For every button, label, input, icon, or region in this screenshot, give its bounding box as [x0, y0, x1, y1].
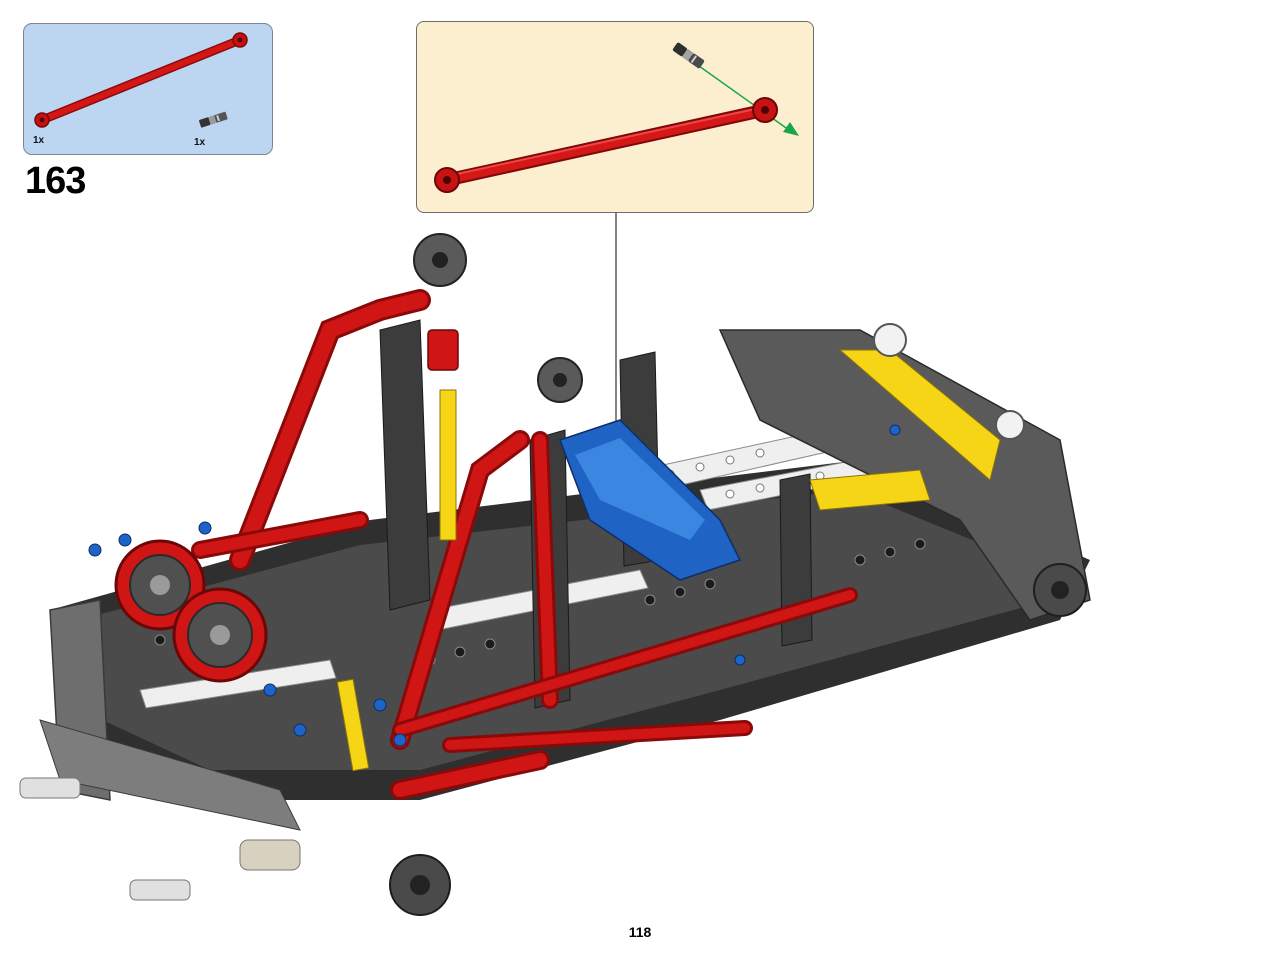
part-quantity-red-bar: 1x: [33, 135, 45, 146]
connector-pin-icon: [672, 42, 705, 69]
sub-assembly-callout: [416, 21, 814, 213]
red-roll-cage: [191, 289, 858, 800]
parts-list-box: 1x 1x: [23, 23, 273, 155]
page-number: 118: [628, 924, 652, 940]
shock-absorbers: [336, 329, 459, 772]
front-wheel-hub: [19, 777, 451, 916]
parts-list-art: [34, 32, 248, 128]
blue-motor-block: [559, 419, 742, 581]
blue-pins: [88, 424, 901, 747]
twin-fans: [114, 539, 268, 683]
connector-pin-part: [199, 111, 228, 128]
part-quantity-pin: 1x: [194, 137, 206, 148]
step-number: 163: [25, 160, 86, 202]
top-pulleys: [413, 233, 1025, 440]
front-bumper: [39, 599, 301, 831]
red-link-bar-icon: [434, 97, 778, 193]
red-link-bar-part: [34, 32, 248, 128]
callout-art: [434, 42, 799, 193]
